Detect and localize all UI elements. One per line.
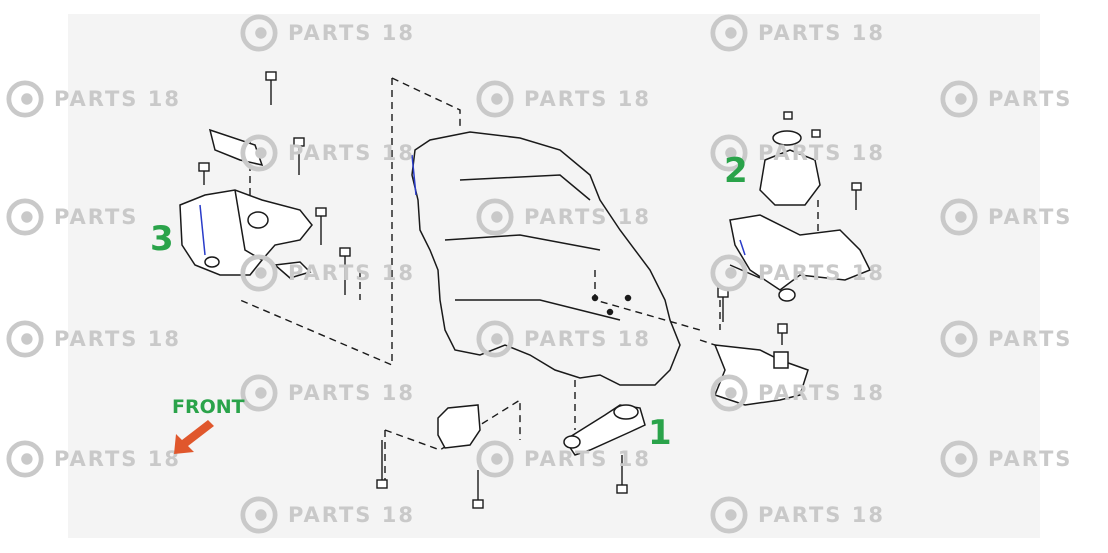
callout-number-3: 3 — [150, 219, 174, 259]
watermark-text: PARTS 18 — [524, 447, 651, 471]
watermark: PARTS 18 — [476, 320, 651, 358]
watermark-text: PARTS — [988, 447, 1073, 471]
parts18-logo-icon — [6, 440, 44, 478]
parts18-logo-icon — [940, 80, 978, 118]
parts18-logo-icon — [240, 254, 278, 292]
watermark: PARTS — [940, 440, 1072, 478]
watermark: PARTS — [6, 198, 138, 236]
watermark: PARTS 18 — [710, 374, 885, 412]
watermark-text: PARTS — [988, 327, 1073, 351]
right-mount-part-2 — [729, 130, 872, 302]
watermark-text: PARTS 18 — [54, 327, 181, 351]
parts18-logo-icon — [476, 320, 514, 358]
watermark: PARTS 18 — [6, 320, 181, 358]
front-direction-label: FRONT — [172, 396, 245, 418]
parts18-logo-icon — [6, 198, 44, 236]
watermark-text: PARTS 18 — [758, 503, 885, 527]
parts18-logo-icon — [710, 134, 748, 172]
watermark: PARTS 18 — [240, 254, 415, 292]
watermark-text: PARTS — [988, 205, 1073, 229]
watermark: PARTS — [940, 80, 1072, 118]
callout-number-1: 1 — [648, 413, 672, 453]
parts18-logo-icon — [240, 14, 278, 52]
parts18-logo-icon — [710, 374, 748, 412]
watermark: PARTS 18 — [476, 440, 651, 478]
bolts-part-1 — [376, 440, 628, 509]
parts18-logo-icon — [240, 496, 278, 534]
parts18-logo-icon — [6, 320, 44, 358]
watermark: PARTS — [940, 198, 1072, 236]
watermark-text: PARTS 18 — [288, 261, 415, 285]
watermark-text: PARTS 18 — [54, 447, 181, 471]
watermark-text: PARTS — [54, 205, 139, 229]
watermark-text: PARTS 18 — [758, 21, 885, 45]
parts18-logo-icon — [240, 374, 278, 412]
watermark-text: PARTS 18 — [758, 141, 885, 165]
watermark: PARTS 18 — [710, 254, 885, 292]
watermark: PARTS 18 — [476, 198, 651, 236]
front-arrow-icon — [174, 420, 214, 454]
watermark: PARTS 18 — [240, 14, 415, 52]
parts18-logo-icon — [710, 496, 748, 534]
parts18-logo-icon — [476, 198, 514, 236]
parts18-logo-icon — [940, 320, 978, 358]
parts18-logo-icon — [476, 80, 514, 118]
bolts-part-3 — [198, 71, 351, 295]
watermark-text: PARTS 18 — [288, 381, 415, 405]
watermark-text: PARTS 18 — [288, 141, 415, 165]
watermark-text: PARTS 18 — [524, 327, 651, 351]
watermark: PARTS 18 — [710, 496, 885, 534]
watermark: PARTS — [940, 320, 1072, 358]
parts18-logo-icon — [240, 134, 278, 172]
watermark: PARTS 18 — [6, 440, 181, 478]
watermark: PARTS 18 — [240, 374, 415, 412]
parts18-logo-icon — [940, 198, 978, 236]
parts18-logo-icon — [710, 14, 748, 52]
watermark-text: PARTS 18 — [758, 381, 885, 405]
watermark-text: PARTS 18 — [758, 261, 885, 285]
watermark: PARTS 18 — [240, 496, 415, 534]
parts18-logo-icon — [476, 440, 514, 478]
engine-block — [411, 131, 681, 386]
parts18-logo-icon — [710, 254, 748, 292]
watermark-text: PARTS 18 — [524, 87, 651, 111]
watermark-text: PARTS — [988, 87, 1073, 111]
watermark-text: PARTS 18 — [524, 205, 651, 229]
watermark: PARTS 18 — [710, 14, 885, 52]
parts18-logo-icon — [940, 440, 978, 478]
diagram-background — [68, 14, 1040, 538]
center-bracket — [437, 404, 481, 449]
watermark-text: PARTS 18 — [288, 503, 415, 527]
torque-rod-part-1 — [563, 404, 646, 456]
callout-number-2: 2 — [724, 151, 748, 191]
watermark: PARTS 18 — [240, 134, 415, 172]
watermark: PARTS 18 — [6, 80, 181, 118]
watermark-text: PARTS 18 — [288, 21, 415, 45]
left-mount-part-3 — [179, 128, 313, 279]
watermark: PARTS 18 — [710, 134, 885, 172]
parts18-logo-icon — [6, 80, 44, 118]
watermark-text: PARTS 18 — [54, 87, 181, 111]
watermark: PARTS 18 — [476, 80, 651, 118]
right-bracket — [713, 344, 809, 406]
